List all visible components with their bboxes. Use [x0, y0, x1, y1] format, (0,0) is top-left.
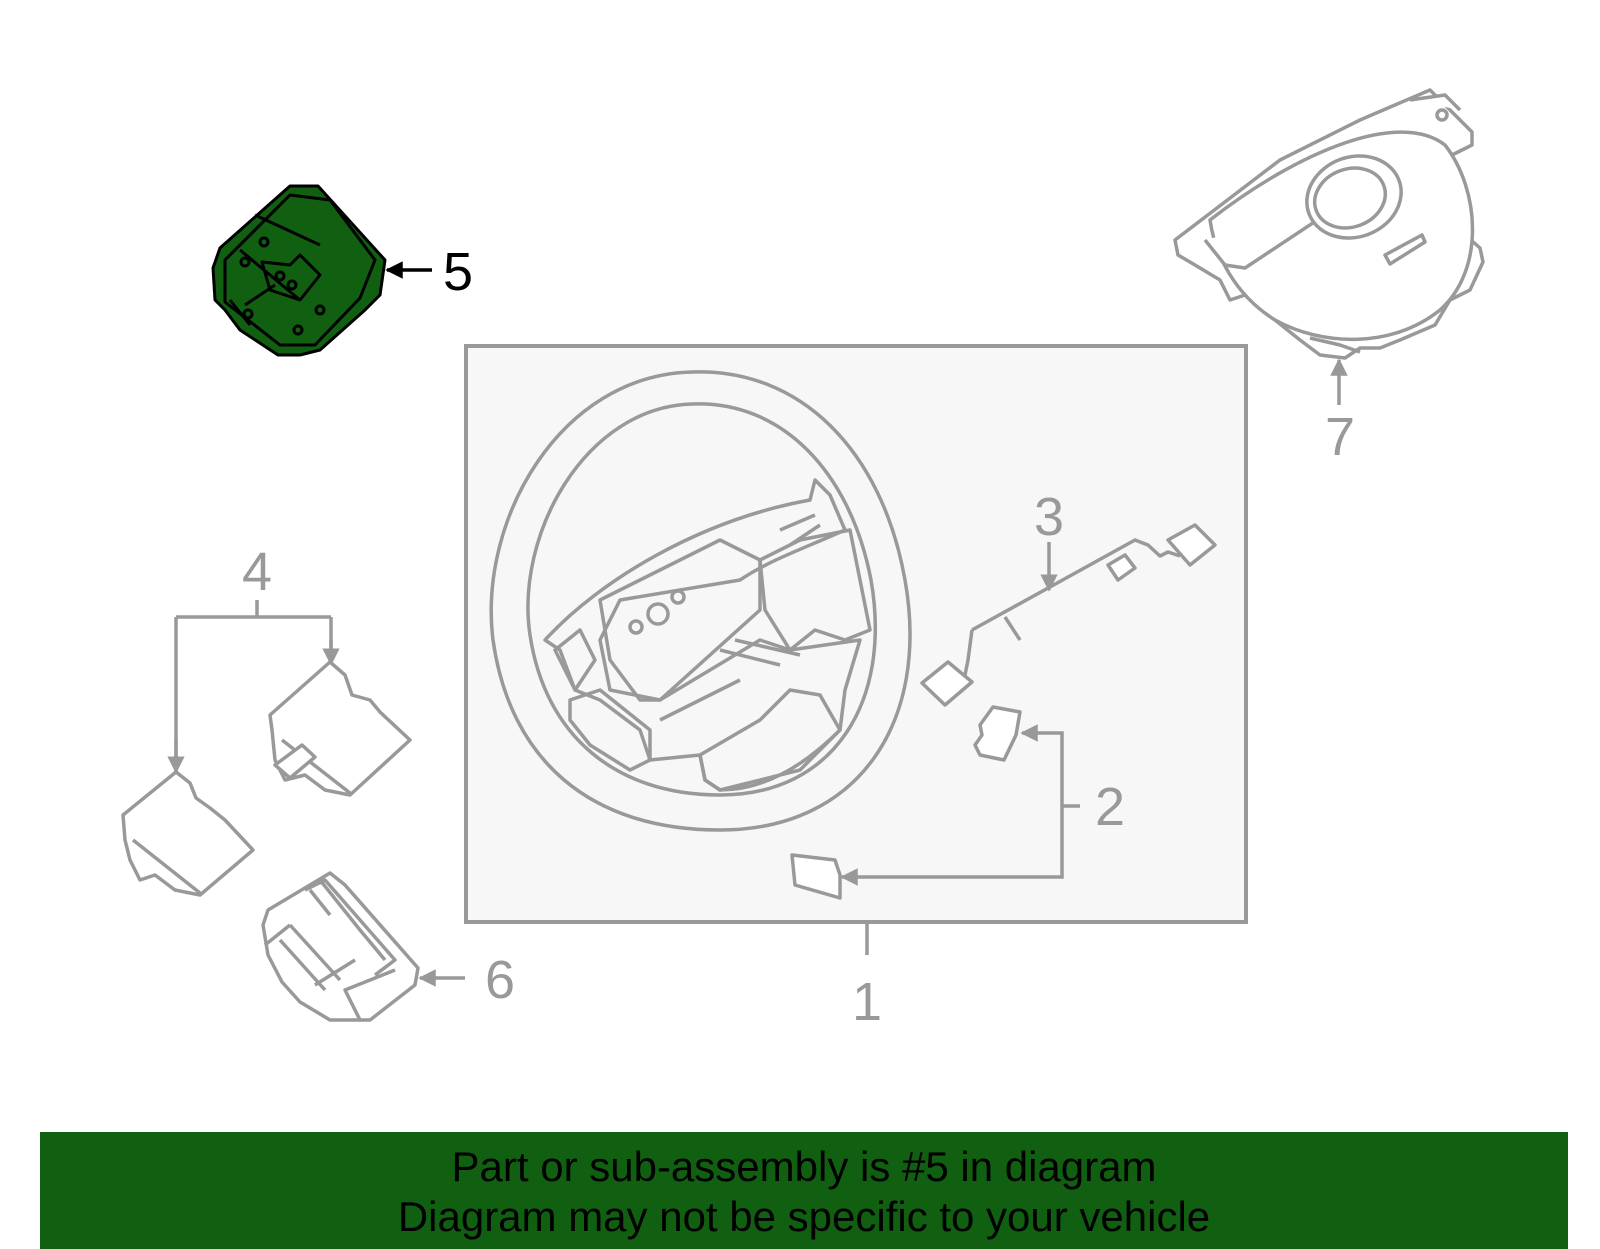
callout-4: 4	[242, 542, 272, 602]
banner-line-2: Diagram may not be specific to your vehi…	[397, 1193, 1211, 1240]
steering-wheel[interactable]	[489, 370, 912, 832]
part-2-switch[interactable]	[790, 705, 1022, 900]
info-banner: Part or sub-assembly is #5 in diagram Di…	[40, 1132, 1568, 1249]
part-6-switch-pad[interactable]	[261, 871, 420, 1022]
callout-7: 7	[1325, 407, 1355, 467]
part-3-harness[interactable]	[920, 523, 1217, 707]
part-7-airbag[interactable]	[1173, 88, 1485, 360]
callout-2: 2	[1095, 777, 1125, 837]
banner-line-1: Part or sub-assembly is #5 in diagram	[451, 1143, 1157, 1190]
part-2-leader	[1020, 724, 1064, 806]
part-4-switch-lower[interactable]	[121, 770, 255, 897]
callout-1: 1	[852, 972, 882, 1032]
part-2-leader-lower	[840, 806, 1064, 886]
callout-3: 3	[1034, 487, 1064, 547]
part-5-clock-spring-module[interactable]	[211, 184, 387, 357]
callout-5: 5	[443, 242, 473, 302]
part-4-leader	[174, 600, 333, 772]
part-4-switch-upper[interactable]	[268, 660, 412, 797]
callout-6: 6	[485, 950, 515, 1010]
